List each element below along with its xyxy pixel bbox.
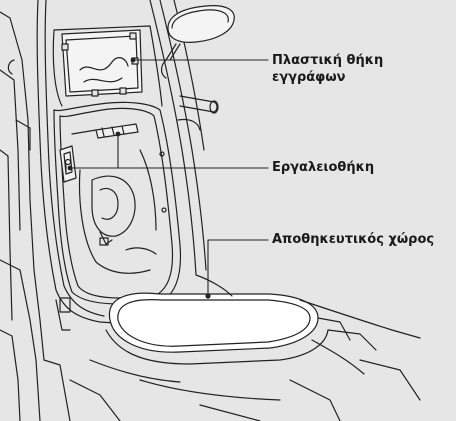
callout-storage: Αποθηκευτικός χώρος (272, 231, 434, 248)
callout-document-holder-line1: Πλαστική θήκη (272, 52, 383, 69)
callout-document-holder: Πλαστική θήκη εγγράφων (272, 52, 383, 86)
leader-storage (208, 240, 268, 296)
document-holder (62, 30, 142, 96)
seat (106, 293, 328, 364)
callout-tool-box-text: Εργαλειοθήκη (272, 159, 374, 176)
callout-storage-text: Αποθηκευτικός χώρος (272, 231, 434, 248)
callout-document-holder-line2: εγγράφων (272, 69, 383, 86)
tool-box (60, 124, 138, 182)
callout-tool-box: Εργαλειοθήκη (272, 159, 374, 176)
